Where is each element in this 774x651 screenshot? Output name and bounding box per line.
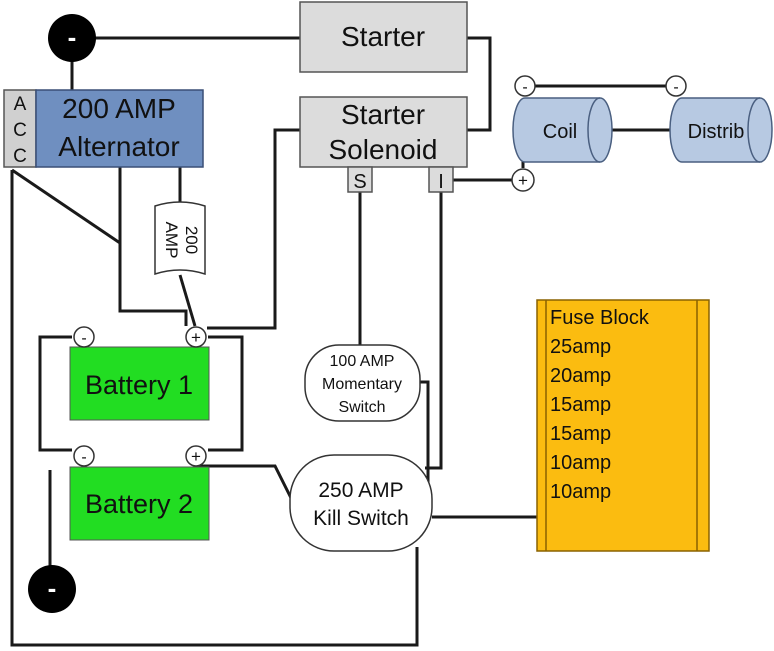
kill-switch-label-line2: Kill Switch [313, 507, 409, 530]
wire-battery-parallel-left [38, 335, 72, 452]
fuse-item-5: 10amp [550, 452, 611, 474]
battery2-label: Battery 2 [85, 489, 193, 519]
battery1-pos-label: + [191, 328, 201, 347]
battery1-neg-terminal [73, 326, 95, 348]
fuse-link-200amp: 200 AMP [154, 201, 206, 276]
momentary-label-line3: Switch [338, 399, 385, 416]
ground-top-symbol: - [68, 22, 77, 52]
battery-1: Battery 1 - + [69, 326, 210, 421]
fuse-item-1: 25amp [550, 336, 611, 358]
fuse-item-3: 15amp [550, 394, 611, 416]
alternator-acc-terminal [3, 89, 37, 168]
battery2-neg-label: - [81, 449, 86, 466]
wire-acc-diagonal [11, 168, 121, 245]
kill-switch: 250 AMP Kill Switch [289, 454, 433, 552]
solenoid-terminal-s [347, 166, 373, 193]
coil-pos-terminal: + [511, 168, 535, 192]
coil: Coil - [512, 75, 613, 163]
acc-letter-a: A [14, 94, 27, 115]
starter-solenoid: Starter Solenoid S I [299, 96, 468, 193]
wire-alternator-output [118, 167, 188, 326]
starter-label: Starter [341, 21, 425, 52]
solenoid-label-line1: Starter [341, 99, 425, 130]
wire-battery-parallel-right [208, 335, 244, 452]
battery1-label: Battery 1 [85, 370, 193, 400]
momentary-label-line1: 100 AMP [330, 353, 395, 370]
fuse-link-label-line2: AMP [162, 222, 181, 259]
wire-solenoid-battery1 [207, 128, 300, 330]
alternator-label-line1: 200 AMP [62, 93, 176, 124]
starter: Starter [299, 1, 468, 73]
alternator: A C C 200 AMP Alternator [3, 89, 204, 168]
acc-letter-c2: C [13, 146, 27, 167]
wire-link-battery1 [178, 274, 197, 327]
solenoid-terminal-i [428, 166, 454, 193]
wire-battery2-killswitch [195, 464, 294, 501]
fuse-block-title: Fuse Block [550, 307, 650, 329]
distrib-neg-label: - [673, 79, 678, 96]
momentary-switch: 100 AMP Momentary Switch [304, 344, 421, 422]
wire-acc-loop [10, 170, 419, 647]
ground-top: - [48, 14, 96, 62]
momentary-label-line2: Momentary [322, 376, 402, 393]
solenoid-terminal-s-label: S [353, 171, 366, 193]
battery2-pos-terminal [185, 445, 207, 467]
fuse-item-4: 15amp [550, 423, 611, 445]
battery-2: Battery 2 - + [69, 445, 210, 541]
battery2-pos-label: + [191, 447, 201, 466]
ground-bottom-symbol: - [48, 573, 57, 603]
alternator-label-line2: Alternator [58, 131, 179, 162]
coil-neg-label: - [522, 79, 527, 96]
wire-i-killswitch [425, 192, 443, 470]
coil-label: Coil [543, 121, 577, 143]
coil-pos-label: + [518, 171, 528, 190]
kill-switch-label-line1: 250 AMP [318, 479, 403, 502]
distrib-neg-terminal [665, 75, 687, 97]
battery1-neg-label: - [81, 330, 86, 347]
fuse-item-2: 20amp [550, 365, 611, 387]
acc-letter-c1: C [13, 120, 27, 141]
coil-neg-terminal [514, 75, 536, 97]
wire-starter-solenoid [467, 36, 492, 132]
distrib-label: Distrib [688, 121, 745, 143]
distributor: Distrib - [665, 75, 773, 163]
solenoid-terminal-i-label: I [438, 171, 444, 193]
solenoid-label-line2: Solenoid [329, 134, 438, 165]
battery1-pos-terminal [185, 326, 207, 348]
battery2-neg-terminal [73, 445, 95, 467]
fuse-link-label-line1: 200 [182, 226, 201, 254]
ground-bottom: - [28, 565, 76, 613]
fuse-block: Fuse Block 25amp 20amp 15amp 15amp 10amp… [536, 299, 710, 552]
fuse-item-6: 10amp [550, 481, 611, 503]
